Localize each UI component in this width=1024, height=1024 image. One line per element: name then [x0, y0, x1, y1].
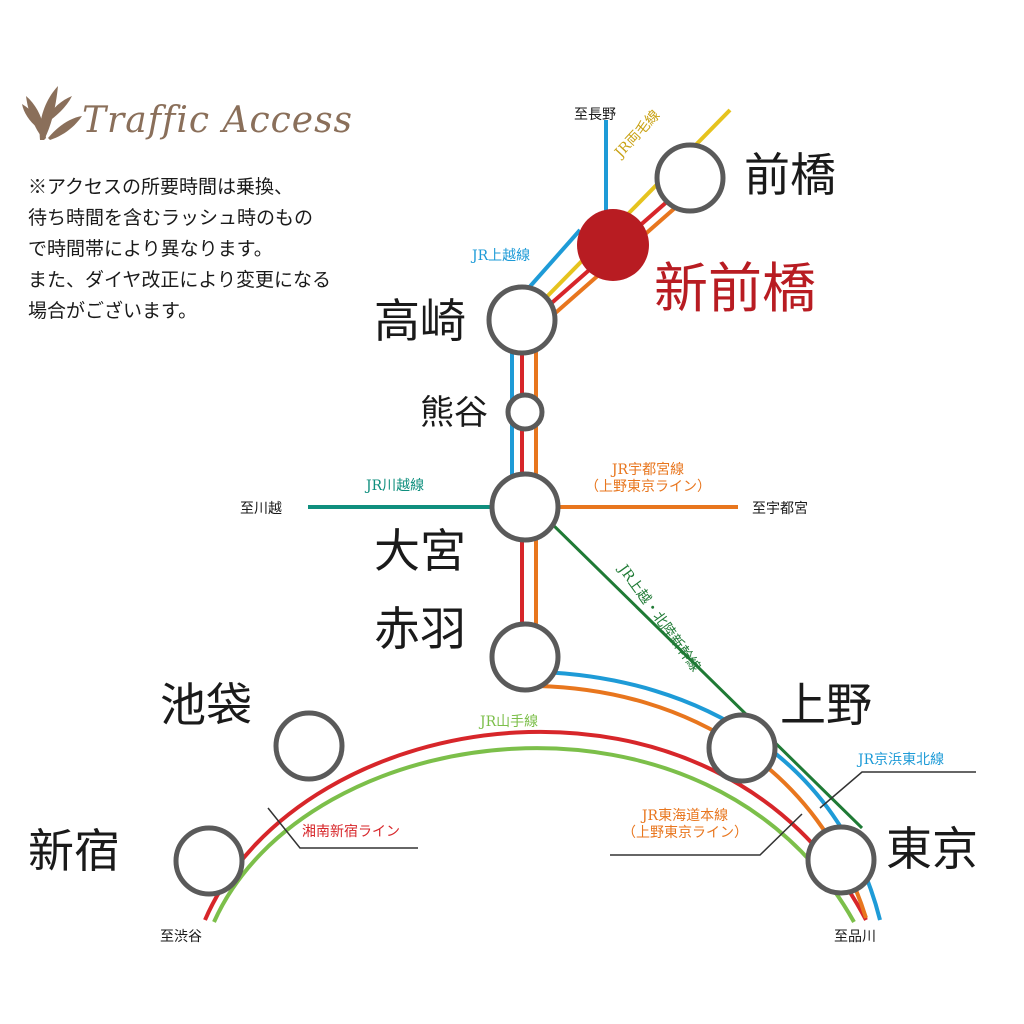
station-shinjuku-marker: [173, 825, 245, 897]
line-label-tokaido-1: JR東海道本線: [641, 808, 729, 824]
station-akabane-marker: [489, 621, 561, 693]
note-line: ※アクセスの所要時間は乗換、: [28, 176, 294, 198]
station-kumagaya-marker: [505, 392, 545, 432]
station-maebashi-label: 前橋: [744, 148, 836, 202]
line-label-keihin: JR京浜東北線: [858, 752, 945, 768]
station-takasaki-label: 高崎: [374, 294, 466, 348]
station-shinjuku-label: 新宿: [28, 824, 120, 878]
station-tokyo-label: 東京: [886, 822, 978, 876]
note-line: で時間帯により異なります。: [28, 238, 273, 260]
line-label-tokaido: JR東海道本線 （上野東京ライン）: [610, 808, 760, 842]
leader-tokaido: [610, 813, 803, 856]
line-label-joetsu: JR上越線: [472, 248, 531, 264]
station-shinmaebashi-label: 新前橋: [654, 257, 816, 320]
line-label-utsunomiya-2: （上野東京ライン）: [585, 479, 711, 495]
line-arc-green: [212, 746, 856, 923]
station-ueno-label: 上野: [780, 678, 872, 732]
leader-shonan: [267, 807, 418, 849]
station-maebashi-marker: [654, 142, 726, 214]
direction-kawagoe: 至川越: [240, 501, 282, 517]
line-label-shonan: 湘南新宿ライン: [302, 824, 400, 840]
line-arc-red: [203, 729, 868, 921]
station-akabane-label: 赤羽: [374, 602, 466, 656]
station-kumagaya-label: 熊谷: [420, 393, 488, 433]
line-label-yamanote: JR山手線: [480, 714, 539, 730]
station-omiya-label: 大宮: [374, 524, 466, 578]
note-line: 場合がございます。: [28, 300, 198, 322]
line-label-utsunomiya: JR宇都宮線 （上野東京ライン）: [578, 462, 718, 496]
leader-keihin: [819, 771, 976, 809]
station-shinmaebashi-marker: [577, 209, 649, 281]
note-line: また、ダイヤ改正により変更になる: [28, 269, 332, 291]
note-line: 待ち時間を含むラッシュ時のもの: [28, 207, 314, 229]
station-ikebukuro-label: 池袋: [160, 678, 252, 732]
direction-utsunomiya: 至宇都宮: [752, 501, 808, 517]
line-shinkansen: [546, 518, 864, 830]
direction-shinagawa: 至品川: [834, 929, 876, 945]
station-tokyo-marker: [805, 824, 877, 896]
station-ikebukuro-marker: [273, 710, 345, 782]
line-label-tokaido-2: （上野東京ライン）: [622, 825, 748, 841]
direction-shibuya: 至渋谷: [160, 929, 202, 945]
line-label-kawagoe: JR川越線: [366, 478, 425, 494]
page-title: Traffic Access: [82, 100, 354, 141]
direction-top: 至長野: [574, 107, 616, 123]
station-omiya-marker: [489, 471, 561, 543]
line-label-utsunomiya-1: JR宇都宮線: [611, 462, 685, 478]
access-note: ※アクセスの所要時間は乗換、 待ち時間を含むラッシュ時のもの で時間帯により異な…: [28, 172, 331, 327]
leaf-logo-icon: [22, 86, 82, 140]
station-ueno-marker: [706, 712, 778, 784]
station-takasaki-marker: [486, 284, 558, 356]
